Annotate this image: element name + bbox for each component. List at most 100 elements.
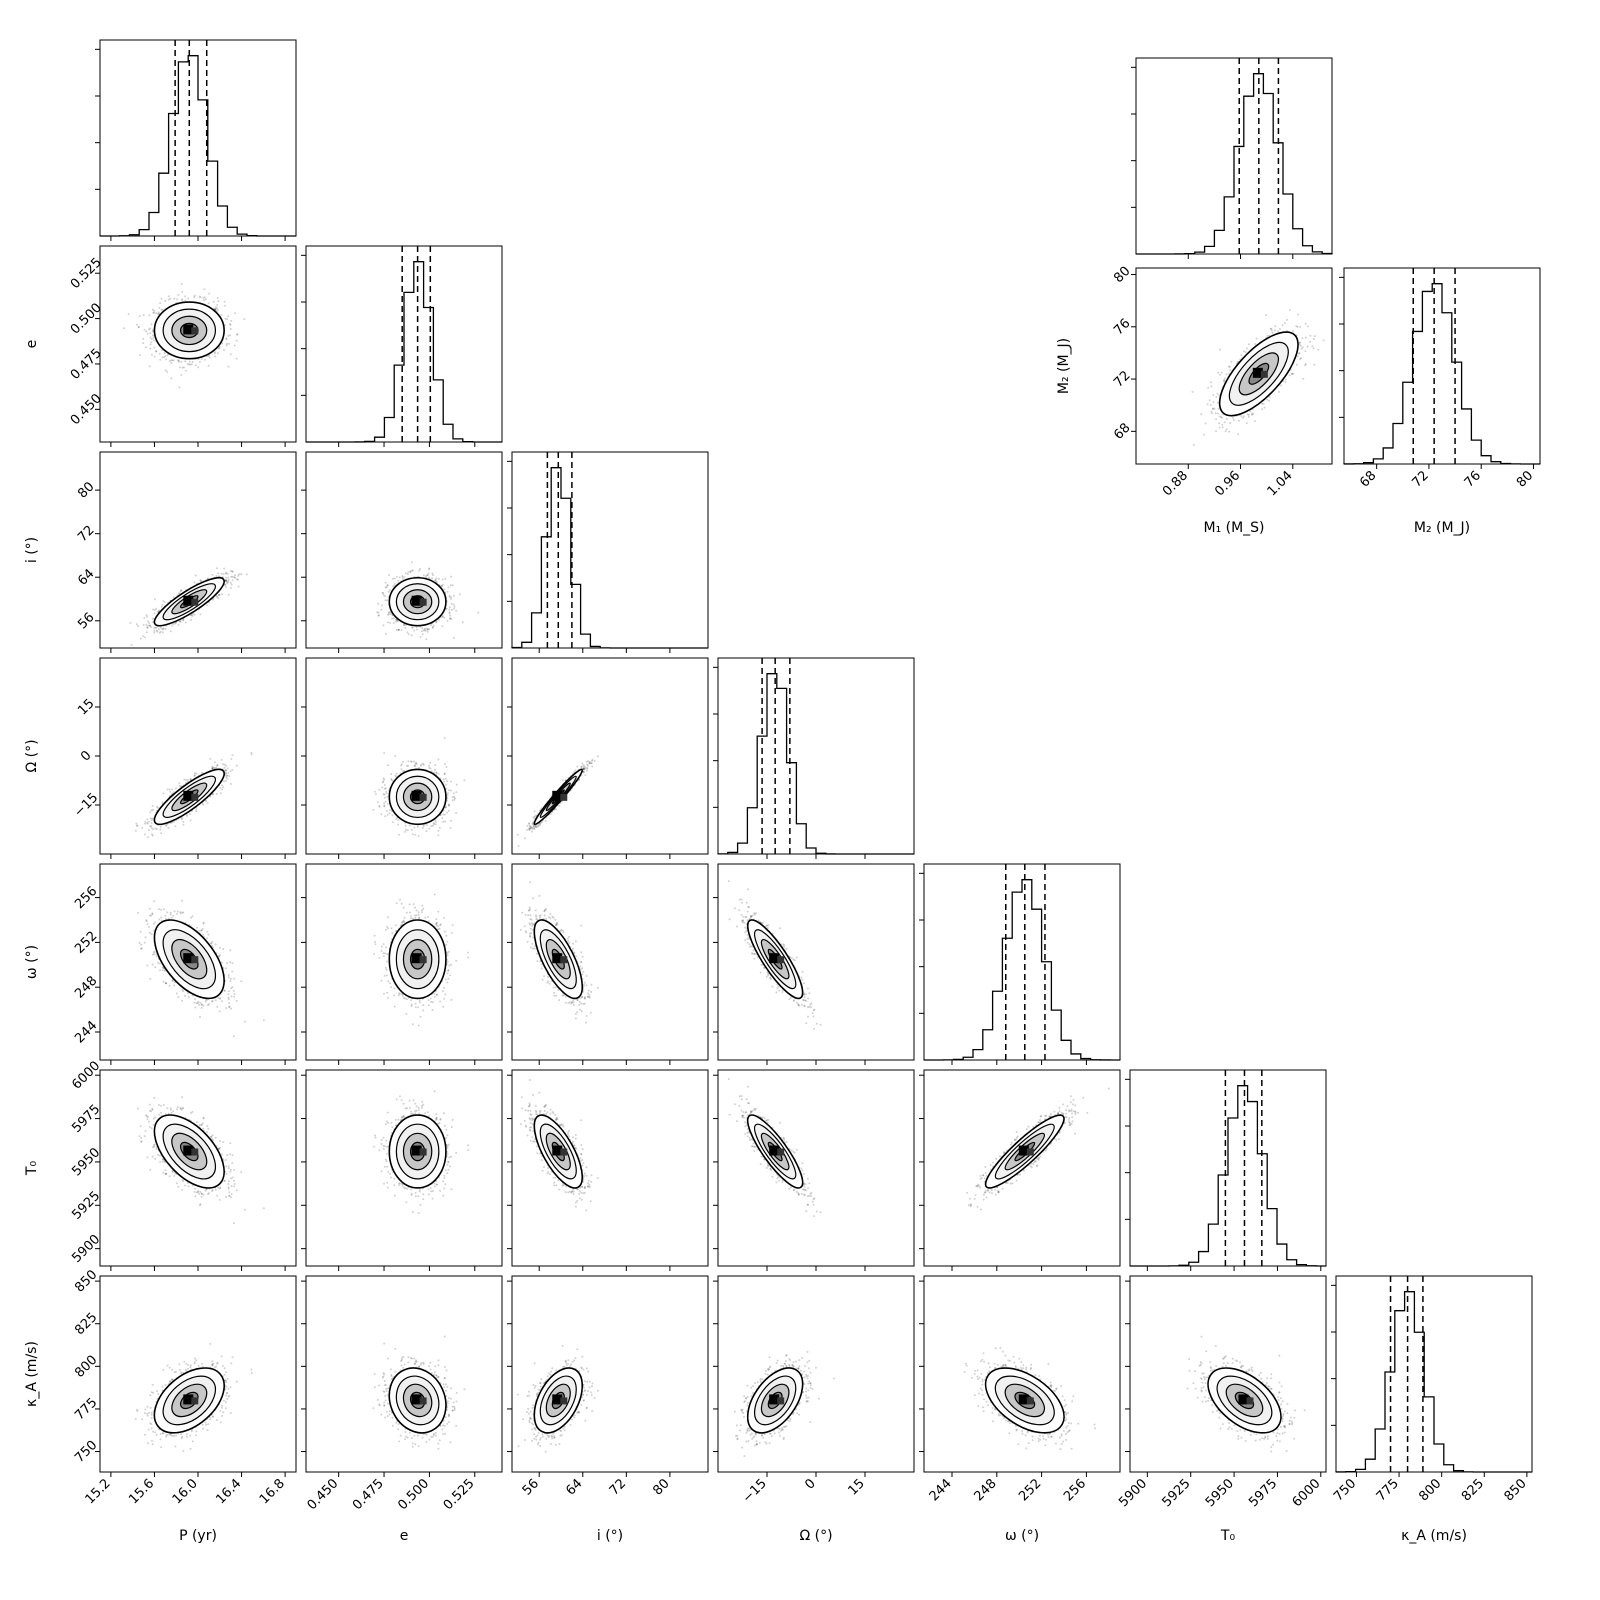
histogram-panel-e	[301, 246, 502, 447]
sample-point	[224, 767, 226, 769]
sample-point	[182, 824, 184, 826]
sample-point	[195, 364, 197, 366]
sample-point	[203, 288, 205, 290]
sample-point	[450, 576, 452, 578]
sample-point	[147, 823, 149, 825]
sample-point	[226, 344, 228, 346]
sample-point	[392, 578, 394, 580]
sample-point	[162, 631, 164, 633]
sample-point	[128, 313, 130, 315]
sample-point	[155, 350, 157, 352]
sample-point	[195, 574, 197, 576]
sample-point	[452, 584, 454, 586]
sample-point	[446, 608, 448, 610]
sample-point	[401, 629, 403, 631]
sample-point	[230, 328, 232, 330]
sample-point	[455, 610, 457, 612]
sample-point	[428, 577, 430, 579]
sample-point	[388, 591, 390, 593]
sample-point	[427, 631, 429, 633]
sample-point	[165, 628, 167, 630]
sample-point	[149, 332, 151, 334]
sample-point	[137, 625, 139, 627]
sample-point	[398, 629, 400, 631]
sample-point	[138, 326, 140, 328]
sample-point	[227, 577, 229, 579]
sample-point	[397, 580, 399, 582]
sample-point	[180, 361, 182, 363]
sample-point	[228, 343, 230, 345]
sample-point	[390, 614, 392, 616]
sample-point	[451, 603, 453, 605]
sample-point	[217, 572, 219, 574]
sample-point	[152, 331, 154, 333]
sample-point	[170, 630, 172, 632]
sample-point	[386, 586, 388, 588]
sample-point	[218, 594, 220, 596]
sample-point	[392, 585, 394, 587]
sample-point	[229, 324, 231, 326]
sample-point	[151, 323, 153, 325]
sample-point	[441, 585, 443, 587]
sample-point	[380, 609, 382, 611]
sample-point	[139, 354, 141, 356]
sample-point	[144, 329, 146, 331]
sample-point	[228, 775, 230, 777]
histogram-panel-i	[507, 452, 708, 653]
sample-point	[190, 819, 192, 821]
sample-point	[141, 827, 143, 829]
sample-point	[166, 371, 168, 373]
sample-point	[152, 309, 154, 311]
sample-point	[161, 356, 163, 358]
sample-point	[166, 354, 168, 356]
sample-point	[195, 808, 197, 810]
sample-point	[381, 604, 383, 606]
sample-point	[171, 625, 173, 627]
sample-point	[207, 802, 209, 804]
sample-point	[151, 338, 153, 340]
sample-point	[224, 305, 226, 307]
sample-point	[149, 625, 151, 627]
sample-point	[152, 334, 154, 336]
sample-point	[154, 347, 156, 349]
sample-point	[147, 333, 149, 335]
sample-point	[201, 772, 203, 774]
sample-point	[449, 618, 451, 620]
sample-point	[447, 591, 449, 593]
sample-point	[443, 588, 445, 590]
sample-point	[208, 365, 210, 367]
sample-point	[221, 593, 223, 595]
sample-point	[154, 356, 156, 358]
sample-point	[204, 296, 206, 298]
sample-point	[230, 770, 232, 772]
sample-point	[167, 788, 169, 790]
sample-point	[200, 580, 202, 582]
sample-point	[387, 614, 389, 616]
density-cell	[420, 599, 427, 606]
sample-point	[143, 624, 145, 626]
hist-e-histogram	[306, 262, 502, 442]
sample-point	[226, 581, 228, 583]
sample-point	[424, 628, 426, 630]
sample-point	[150, 626, 152, 628]
sample-point	[139, 315, 141, 317]
sample-point	[195, 810, 197, 812]
sample-point	[421, 627, 423, 629]
sample-point	[384, 595, 386, 597]
sample-point	[192, 361, 194, 363]
sample-point	[388, 574, 390, 576]
sample-point	[181, 590, 183, 592]
sample-point	[419, 568, 421, 570]
sample-point	[182, 619, 184, 621]
sample-point	[143, 314, 145, 316]
sample-point	[217, 352, 219, 354]
sample-point	[225, 770, 227, 772]
sample-point	[223, 568, 225, 570]
sample-point	[151, 809, 153, 811]
sample-point	[153, 627, 155, 629]
sample-point	[185, 779, 187, 781]
sample-point	[387, 621, 389, 623]
sample-point	[160, 832, 162, 834]
sample-point	[155, 312, 157, 314]
sample-point	[173, 359, 175, 361]
